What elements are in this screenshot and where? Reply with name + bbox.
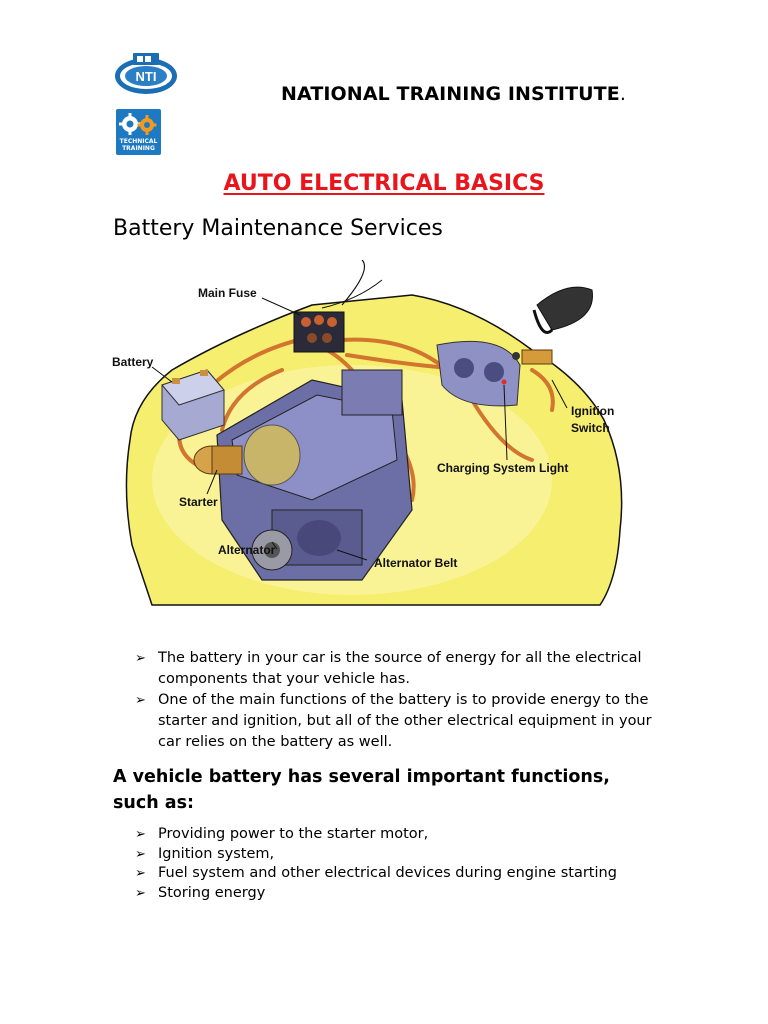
- label-charging-system-light: Charging System Light: [437, 461, 568, 475]
- bullet-arrow-icon: ➢: [135, 827, 146, 842]
- technical-training-logo: TECHNICAL TRAINING: [116, 109, 161, 155]
- label-starter: Starter: [179, 495, 218, 509]
- car-electrical-diagram: Main Fuse Battery Ignition Switch Chargi…: [112, 259, 627, 632]
- main-fuse-shape: [293, 311, 345, 353]
- engine-shape: [216, 369, 413, 581]
- bullet-arrow-icon: ➢: [135, 651, 146, 666]
- functions-heading: A vehicle battery has several important …: [113, 767, 610, 813]
- institute-name: NATIONAL TRAINING INSTITUTE.: [281, 83, 626, 105]
- list-item: ➢Fuel system and other electrical device…: [135, 864, 655, 884]
- bullet-arrow-icon: ➢: [135, 885, 146, 901]
- bullet-arrow-icon: ➢: [135, 846, 146, 862]
- nti-logo: NTI: [113, 50, 179, 100]
- nti-logo-text: NTI: [136, 69, 157, 84]
- battery-shape: [161, 369, 225, 441]
- list-item: ➢The battery in your car is the source o…: [135, 650, 642, 687]
- document-title: AUTO ELECTRICAL BASICS: [223, 171, 545, 196]
- list-item: ➢Storing energy: [135, 884, 655, 904]
- document-subtitle: Battery Maintenance Services: [113, 216, 443, 241]
- label-alternator-belt: Alternator Belt: [374, 556, 457, 570]
- alternator-shape: [251, 529, 293, 571]
- label-battery: Battery: [112, 355, 154, 369]
- ignition-switch-shape: [512, 286, 593, 365]
- label-alternator: Alternator: [218, 543, 276, 557]
- label-ignition-line2: Switch: [571, 421, 610, 435]
- label-ignition-line1: Ignition: [571, 404, 614, 418]
- list-item: ➢Providing power to the starter motor,: [135, 825, 655, 845]
- technical-training-text: TECHNICAL TRAINING: [119, 138, 158, 152]
- label-main-fuse: Main Fuse: [198, 286, 257, 300]
- list-item: ➢Ignition system,: [135, 845, 655, 865]
- dashboard-shape: [436, 340, 521, 407]
- starter-shape: [193, 445, 243, 475]
- functions-bullet-list: ➢Providing power to the starter motor, ➢…: [135, 825, 655, 903]
- bullet-arrow-icon: ➢: [135, 866, 146, 881]
- bullet-arrow-icon: ➢: [135, 693, 146, 708]
- intro-bullet-list: ➢The battery in your car is the source o…: [135, 648, 655, 753]
- list-item: ➢One of the main functions of the batter…: [135, 692, 652, 750]
